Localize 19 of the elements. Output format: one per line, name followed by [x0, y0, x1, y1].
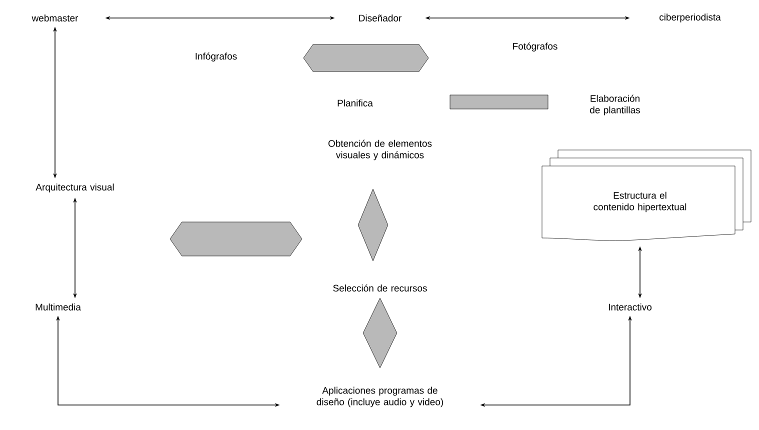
diamond-shape	[358, 188, 388, 262]
node-label: Multimedia	[36, 304, 81, 310]
node-label: Aplicaciones programas de diseño (incluye audio y video)	[316, 386, 444, 408]
label-text: Elaboración de plantillas	[590, 94, 640, 116]
label-text: Infógrafos	[196, 52, 237, 62]
hexagon-shape	[303, 44, 429, 72]
document-stack: Estructura el contenido hipertextual	[542, 150, 752, 241]
diamond-shape	[362, 298, 398, 368]
label-text: Selección de recursos	[333, 284, 427, 292]
node-label: Arquitectura visual	[36, 184, 114, 192]
node-label: Interactivo	[608, 304, 652, 310]
hexagon-shape	[170, 222, 302, 256]
label-text: Obtención de elementos visuales y dinámicos	[328, 140, 432, 160]
node-label: webmaster	[32, 14, 78, 22]
node-label: Diseñador	[359, 14, 402, 22]
label-text: Planifica	[338, 100, 373, 106]
label-text: Fotógrafos	[513, 42, 558, 52]
bar-shape	[450, 94, 548, 110]
node-label: ciberperiodista	[660, 14, 721, 22]
